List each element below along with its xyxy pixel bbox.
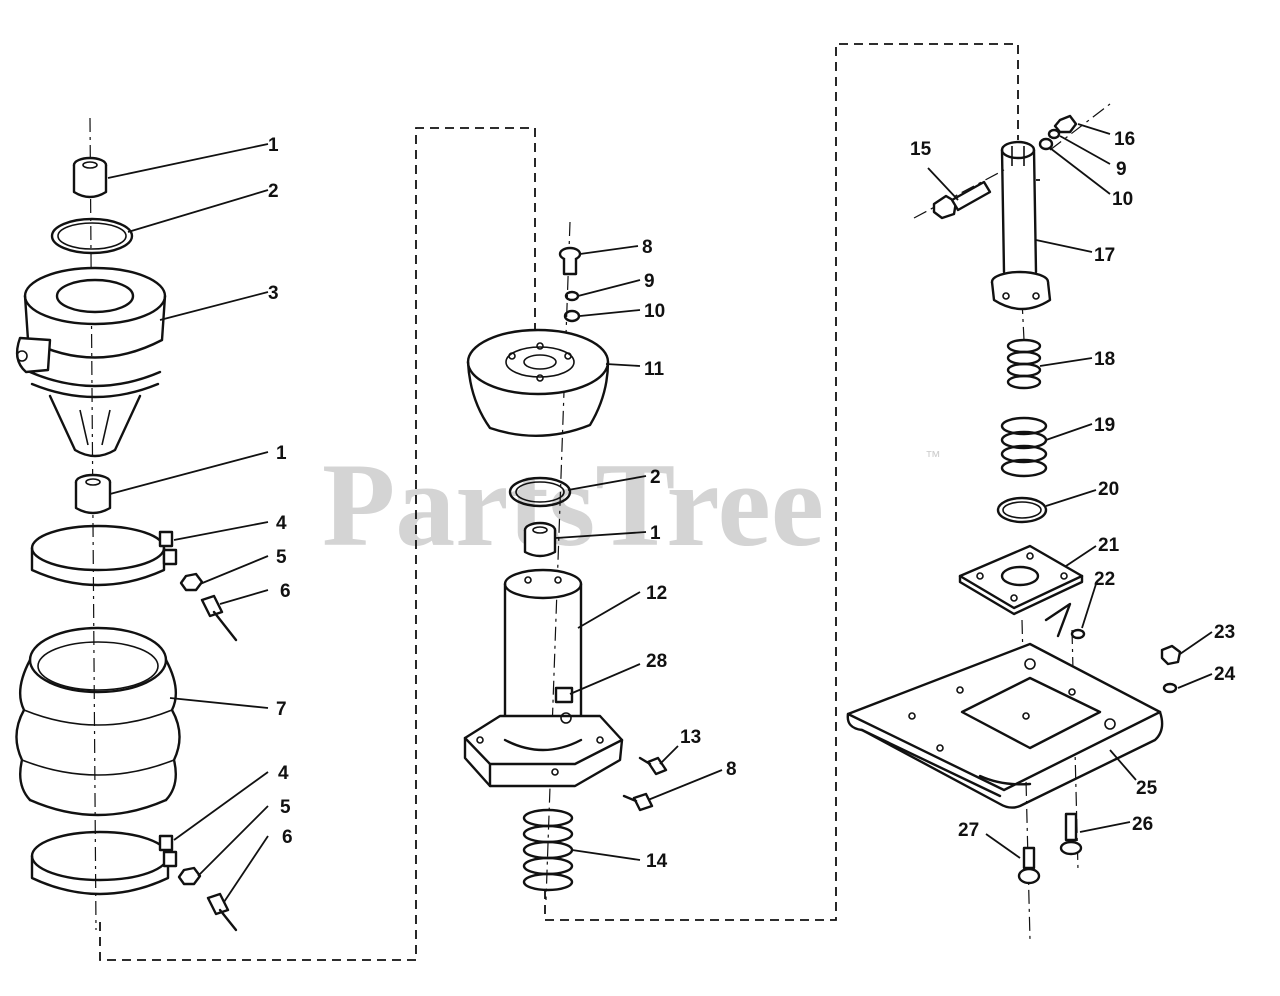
nut-23 [1160, 644, 1182, 666]
watermark-trademark: ™ [925, 449, 941, 466]
callout-right-17: 17 [1094, 245, 1115, 266]
lock-washer-right [1047, 128, 1061, 140]
bolt-26 [1059, 812, 1083, 856]
callout-left-7: 7 [276, 699, 287, 720]
screw-top [558, 246, 582, 276]
callout-middle-14: 14 [646, 851, 668, 872]
callout-middle-8a: 8 [642, 237, 653, 258]
flat-washer-middle [563, 309, 581, 323]
callout-middle-1: 1 [650, 523, 661, 544]
clamp-band-bottom [30, 830, 178, 896]
callout-left-2: 2 [268, 181, 279, 202]
right-assembly: 16 15 9 10 17 18 19 20 21 22 23 24 25 26… [846, 103, 1236, 941]
callout-middle-11: 11 [644, 359, 665, 380]
callout-middle-28: 28 [646, 651, 667, 672]
callout-left-1a: 1 [268, 135, 279, 156]
callout-middle-13: 13 [680, 727, 701, 748]
nut-16 [1053, 114, 1078, 134]
callout-left-6b: 6 [282, 827, 293, 848]
callout-right-21: 21 [1098, 535, 1120, 556]
left-assembly: 1 2 3 1 4 5 6 7 4 5 6 [15, 117, 293, 932]
callout-left-3: 3 [268, 283, 279, 304]
mounting-plate [958, 544, 1084, 638]
spring-middle [522, 808, 574, 892]
clamp-band-top [30, 524, 178, 587]
bellows [15, 626, 181, 817]
o-ring-right [996, 496, 1048, 524]
callout-right-24: 24 [1214, 664, 1236, 685]
callout-left-6a: 6 [280, 581, 291, 602]
callout-right-19: 19 [1094, 415, 1115, 436]
nut-bolt-top [179, 572, 238, 642]
washer-24 [1162, 682, 1178, 694]
nut-bolt-bottom [177, 866, 238, 932]
bushing-middle [523, 521, 557, 558]
callout-left-5a: 5 [276, 547, 287, 568]
callout-left-1b: 1 [276, 443, 287, 464]
callout-right-27: 27 [958, 820, 979, 841]
spring-outer [1000, 416, 1048, 478]
assembly-connector-lines [99, 43, 1019, 961]
callout-right-22: 22 [1094, 569, 1115, 590]
callout-right-10: 10 [1112, 189, 1133, 210]
screw-13 [638, 756, 668, 776]
handle-tube [990, 140, 1052, 311]
callout-middle-8b: 8 [726, 759, 737, 780]
callout-right-25: 25 [1136, 778, 1158, 799]
bolt-22 [1070, 628, 1086, 640]
bushing-top [72, 156, 108, 199]
callout-right-9: 9 [1116, 159, 1127, 180]
flat-washer-right [1038, 137, 1054, 151]
watermark: PartsTree [322, 438, 824, 571]
callout-middle-10: 10 [644, 301, 665, 322]
callout-left-4a: 4 [276, 513, 287, 534]
callout-right-23: 23 [1214, 622, 1235, 643]
middle-assembly: 8 9 10 11 2 1 12 28 13 8 14 [463, 221, 737, 901]
callout-middle-12: 12 [646, 583, 667, 604]
callout-right-18: 18 [1094, 349, 1115, 370]
o-ring-middle [508, 476, 572, 508]
eccentric-weight [466, 328, 610, 438]
bushing-lower [74, 473, 112, 515]
callout-middle-9: 9 [644, 271, 655, 292]
callout-left-5b: 5 [280, 797, 291, 818]
o-ring-top [50, 217, 134, 255]
callout-left-4b: 4 [278, 763, 289, 784]
callout-middle-2: 2 [650, 467, 661, 488]
spring-inner [1006, 338, 1042, 390]
screw-8 [622, 792, 654, 812]
bolt-15 [932, 180, 992, 220]
callout-right-16: 16 [1114, 129, 1135, 150]
cylinder-housing [463, 568, 624, 788]
bolt-27 [1017, 846, 1041, 885]
callout-right-26: 26 [1132, 814, 1153, 835]
base-plate [846, 642, 1164, 809]
housing [15, 266, 167, 458]
callout-right-15: 15 [910, 139, 932, 160]
callout-right-20: 20 [1098, 479, 1119, 500]
